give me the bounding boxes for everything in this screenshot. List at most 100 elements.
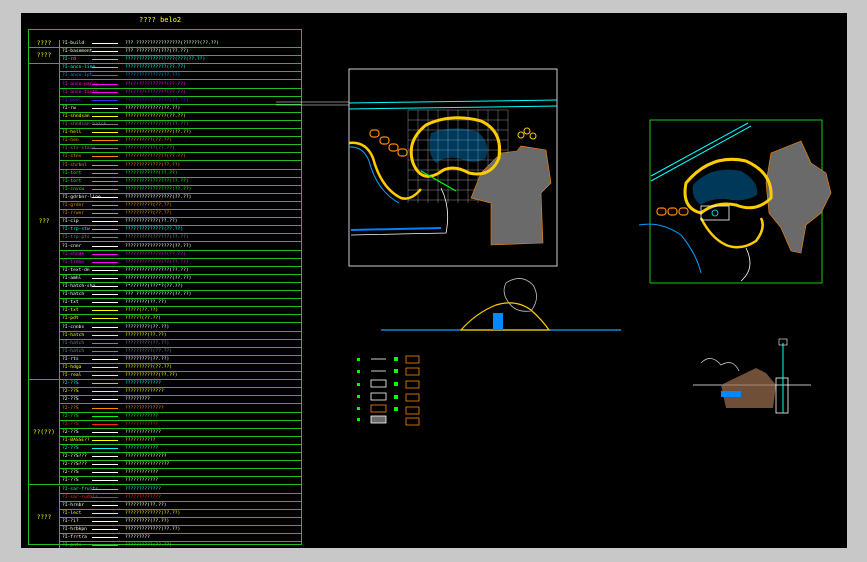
line-sample — [92, 83, 118, 85]
line-sample — [92, 180, 118, 182]
line-sample — [92, 245, 118, 247]
line-sample — [92, 221, 118, 223]
legend-row: ?I-nen??????????(??.??) — [59, 137, 301, 146]
cad-drawing — [276, 68, 832, 426]
layer-name: ?I-hatch — [62, 292, 85, 298]
line-sample — [92, 383, 118, 385]
layer-description: ?????????????(??.??) — [125, 105, 181, 111]
layer-description: ?????????????(??.??) — [125, 162, 181, 168]
layer-name: ?I-pool — [62, 97, 82, 103]
layer-description: ????????????????(??.??) — [125, 259, 189, 265]
layer-name: ?I-rw — [62, 105, 76, 111]
legend-row: ?I-tort????????????????(??.??) — [59, 178, 301, 186]
layer-name: ?I-sar-rudals — [62, 494, 98, 500]
legend-row: ?I-ancn-line???????????????(??.??) — [59, 64, 301, 73]
legend-row: ?I-??S???????????? — [59, 477, 301, 486]
legend-row: ?2-??S?????????????????? — [59, 453, 301, 462]
line-sample — [92, 269, 118, 271]
legend-row: ?I-pnts??????????(??.??) — [59, 542, 301, 548]
line-sample — [92, 294, 118, 296]
layer-description: ?????????????? — [125, 389, 164, 395]
legend-row: ?I-basement??? ????????(???(??.??) — [59, 48, 301, 57]
legend-group: ??? — [29, 64, 60, 381]
legend-row: ?I-build ??? ????????????????(??????(??.?… — [59, 40, 301, 49]
legend-row: ?I-anco-parvy??(?+??????????(??.??) — [59, 81, 301, 89]
section-detail — [693, 338, 811, 414]
layer-description: ????????????? — [125, 486, 161, 492]
legend-row: ?I-pdt??????(??.??) — [59, 315, 301, 324]
line-sample — [92, 43, 118, 44]
legend-row: ?I-shndk???????????????(??.??) — [59, 251, 301, 259]
line-sample — [92, 520, 118, 522]
line-sample — [92, 326, 118, 328]
legend-row: ?I-pool????????????????(??.??) — [59, 97, 301, 105]
layer-description: ?????????????(??.??) — [125, 510, 181, 516]
line-sample — [92, 407, 118, 409]
layer-description: ?????????????? — [125, 405, 164, 411]
legend-row: ?I-anco-1pt?????????????(??.??) — [59, 72, 301, 81]
layer-description: ??????????????? — [125, 454, 167, 460]
line-sample — [92, 286, 118, 287]
layer-description: ?*??????(???*?(??.??) — [125, 284, 184, 289]
layer-name: ?I-build — [62, 41, 85, 46]
layer-description: ?????????(??.??) — [125, 340, 170, 346]
legend-row: ?I-hatch ??????????(??.??) — [59, 348, 301, 356]
line-sample — [92, 415, 118, 417]
legend-row: ?I-BASSE????????????? — [59, 437, 301, 445]
layer-name: ?I-txt — [62, 308, 79, 314]
layer-name: ?I-hatch — [62, 348, 85, 354]
legend-title: ???? belo2 — [139, 16, 182, 24]
layer-name: ?I-trp-stw — [62, 227, 90, 233]
line-sample — [92, 367, 118, 368]
layer-description: ????????(??.??) — [125, 502, 167, 508]
line-sample — [92, 188, 118, 190]
legend-row: ?I-shrbnl?????????????(??.??) — [59, 162, 301, 170]
legend-row: ?2-??S?????????????? — [59, 388, 301, 397]
legend-row: ?I-trp-pts????????????????(??.??) — [59, 234, 301, 243]
layer-name: ?I-txt — [62, 300, 79, 306]
legend-row: ?I-rw ?????????????(??.??) — [59, 105, 301, 113]
layer-name: ?I-gdrbnr-line — [62, 194, 101, 200]
line-sample — [92, 67, 118, 69]
line-sample — [92, 75, 118, 77]
legend-row: ?I-hdga??????????(??.??) — [59, 364, 301, 373]
layer-description: ??? ????????????????(??????(??.??) — [125, 41, 220, 46]
layer-name: ?2-??S — [62, 381, 79, 387]
legend-row: ?I-hatch??? ?????????????(??.??) — [59, 291, 301, 300]
line-sample — [92, 156, 118, 158]
line-sample — [92, 423, 118, 425]
line-sample — [92, 399, 118, 401]
layer-name: ?I-frrtra — [62, 535, 87, 541]
layer-description: ?????????????????(??.??) — [125, 194, 192, 200]
legend-row: ?2-??S???????????? — [59, 469, 301, 478]
line-sample — [92, 472, 118, 474]
line-sample — [92, 431, 118, 433]
layer-name: ?I-cnnr — [62, 243, 82, 249]
layer-name: ?I-BASSE?? — [62, 437, 90, 443]
site-plan-detail — [638, 119, 832, 284]
layer-description: ?????????????????(??.??) — [125, 186, 192, 192]
layer-name: ?I-tort — [62, 178, 82, 184]
layer-description: ??????????(??.??) — [125, 348, 173, 354]
layer-name: ?I-shndk — [62, 251, 85, 257]
line-sample — [92, 342, 118, 344]
legend-row: ?I-tort????????????(??.??) — [59, 170, 301, 178]
layer-name: ?I-?i? — [62, 518, 79, 524]
legend-row: ?I-text-dn????????????????(??.??) — [59, 267, 301, 275]
legend-row: ?I-hatch?????????(??.??) — [59, 340, 301, 348]
layer-name: ?I-tort — [62, 170, 82, 176]
layer-description: ???????????? — [125, 478, 159, 484]
layer-description: ????????(??.??) — [125, 332, 167, 338]
layer-name: ?2-??S — [62, 413, 79, 419]
line-sample — [92, 277, 118, 279]
layer-description: ??????(??.??) — [125, 316, 161, 322]
legend-row: ?I-trdnn????????????????(??.??) — [59, 259, 301, 267]
drawing-canvas[interactable]: ???? belo2 ?????????????(??)???? ?I-buil… — [21, 13, 847, 548]
line-sample — [92, 59, 118, 61]
legend-row: ?I-amhl?????????????????(??.??) — [59, 275, 301, 283]
layer-description: ????????????? — [125, 381, 161, 387]
layer-name: ?2-??S — [62, 389, 79, 395]
layer-name: ?I-ancn-line — [62, 65, 96, 71]
layer-description: ????????????????(??.??) — [125, 122, 189, 127]
layer-description: ?????????(??.??) — [125, 324, 170, 330]
